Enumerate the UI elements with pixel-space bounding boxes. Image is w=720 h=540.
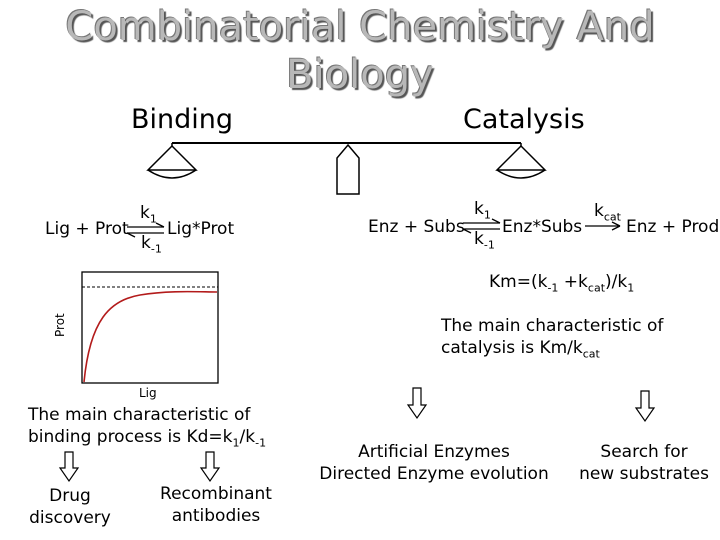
slide-title-line1: Combinatorial Chemistry And: [65, 4, 655, 50]
saturation-curve: [83, 290, 218, 383]
catalysis-k-forward: k1: [474, 199, 491, 222]
catalysis-k-reverse: k-1: [474, 229, 495, 252]
binding-equilibrium-arrows: [126, 222, 165, 238]
binding-k-reverse: k-1: [141, 233, 162, 256]
down-arrow-substrates: [634, 390, 656, 423]
outcome-recombinant-antibodies: Recombinant antibodies: [160, 484, 272, 526]
down-arrow-antibodies: [199, 451, 221, 483]
plot-frame: [81, 271, 219, 384]
binding-saturation-plot: [81, 271, 219, 384]
kcat-arrow: [585, 221, 621, 231]
plot-x-axis-label: Lig: [139, 386, 157, 400]
binding-characteristic: The main characteristic of binding proce…: [28, 405, 267, 450]
right-scale-pan: [495, 143, 547, 179]
binding-k-forward: k1: [140, 203, 157, 226]
catalysis-equilibrium-arrows: [462, 218, 501, 234]
left-scale-pan: [146, 143, 198, 179]
down-arrow-artificial: [406, 387, 428, 420]
outcome-drug-discovery: Drug discovery: [29, 486, 111, 528]
binding-header: Binding: [131, 104, 234, 135]
catalysis-header: Catalysis: [463, 104, 585, 135]
scale-fulcrum: [336, 143, 360, 195]
slide-title-line2: Biology: [286, 52, 434, 98]
down-arrow-drug: [58, 451, 80, 483]
binding-eq-right: Lig*Prot: [167, 219, 235, 239]
outcome-artificial-enzymes: Artificial Enzymes Directed Enzyme evolu…: [319, 442, 549, 484]
plot-y-axis-label: Prot: [53, 313, 67, 337]
catalysis-eq-right: Enz + Prod: [626, 217, 720, 237]
binding-eq-left: Lig + Prot: [45, 219, 129, 239]
outcome-new-substrates: Search for new substrates: [579, 442, 709, 484]
catalysis-eq-left: Enz + Subs: [368, 217, 465, 237]
km-formula: Km=(k-1 +kcat)/k1: [489, 272, 635, 295]
catalysis-eq-middle: Enz*Subs: [502, 217, 583, 237]
catalysis-kcat: kcat: [594, 201, 621, 224]
catalysis-characteristic: The main characteristic of catalysis is …: [441, 316, 664, 361]
